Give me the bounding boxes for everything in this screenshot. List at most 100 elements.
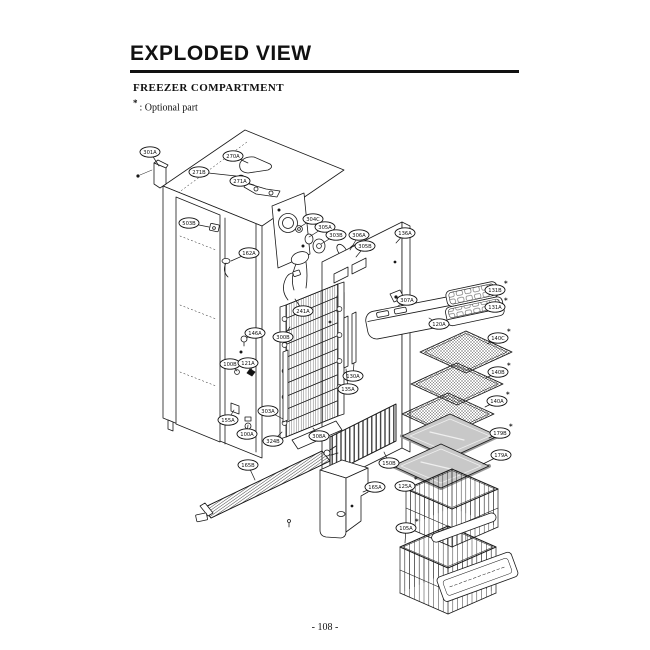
glass-shelf xyxy=(391,443,491,490)
callout-131A: 131A* xyxy=(484,297,508,313)
svg-text:271A: 271A xyxy=(233,179,247,185)
svg-text:303B: 303B xyxy=(329,233,343,239)
callout-241A: 241A xyxy=(292,298,314,317)
callout-140C: 140C* xyxy=(486,328,511,345)
cabinet xyxy=(162,129,345,459)
callout-162A: 162A xyxy=(230,247,260,262)
callout-140B: 140B* xyxy=(485,362,511,379)
svg-text:271B: 271B xyxy=(192,170,206,176)
callout-131B: 131B* xyxy=(484,280,508,296)
svg-text:120A: 120A xyxy=(432,322,446,328)
callout-165A: 165A xyxy=(362,481,386,493)
exploded-view-diagram: 301A 270A 271B 271A 503B 162A 146A 100B 121A 304C… xyxy=(136,129,519,615)
svg-text:306A: 306A xyxy=(352,233,366,239)
svg-text:303A: 303A xyxy=(261,409,275,415)
basket-rail xyxy=(431,512,497,543)
svg-text:121A: 121A xyxy=(241,361,255,367)
callout-130A: 130A xyxy=(342,362,364,382)
callout-125A: 125A* xyxy=(394,476,418,492)
svg-text:*: * xyxy=(509,423,513,431)
svg-text:146A: 146A xyxy=(248,331,262,337)
svg-text:140B: 140B xyxy=(491,370,505,376)
defrost-heater xyxy=(195,445,339,528)
svg-text:165A: 165A xyxy=(368,485,382,491)
svg-text:131B: 131B xyxy=(488,288,502,294)
svg-text:304C: 304C xyxy=(306,217,320,223)
callout-308A: 308A xyxy=(308,427,330,442)
svg-text:*: * xyxy=(507,328,511,336)
sensor xyxy=(221,257,231,278)
title-rule xyxy=(130,70,519,73)
callout-271A: 271A xyxy=(229,175,255,187)
svg-text:503B: 503B xyxy=(182,221,196,227)
svg-text:241A: 241A xyxy=(296,309,310,315)
callout-503B: 503B xyxy=(178,217,210,229)
callout-303A: 303A xyxy=(257,405,284,420)
section-heading: FREEZER COMPARTMENT xyxy=(133,82,284,94)
callout-155A: 155A xyxy=(217,409,239,426)
callout-307A: 307A xyxy=(396,294,418,307)
svg-text:131A: 131A xyxy=(488,305,502,311)
callout-301A: 301A xyxy=(139,146,161,167)
callout-179B: 179B* xyxy=(488,423,513,439)
lamp-bulb xyxy=(240,335,248,347)
callout-100A: 100A xyxy=(236,424,258,440)
callout-105A: 105A* xyxy=(395,518,419,544)
svg-text:179B: 179B xyxy=(493,431,507,437)
page-title: EXPLODED VIEW xyxy=(130,42,312,65)
side-duct-strips xyxy=(282,311,357,423)
svg-text:*: * xyxy=(504,297,508,305)
svg-text:135A: 135A xyxy=(341,387,355,393)
callout-306A: 306A xyxy=(348,229,370,251)
svg-text:100A: 100A xyxy=(240,432,254,438)
page-number: - 108 - xyxy=(311,622,339,633)
svg-text:140C: 140C xyxy=(491,336,505,342)
svg-text:130A: 130A xyxy=(346,374,360,380)
callout-305B: 305B xyxy=(354,240,376,258)
svg-text:*: * xyxy=(504,280,508,288)
svg-text:125A: 125A xyxy=(398,484,412,490)
svg-text:*: * xyxy=(506,391,510,399)
svg-text:155A: 155A xyxy=(221,418,235,424)
callout-140A: 140A* xyxy=(484,391,510,408)
svg-text:307A: 307A xyxy=(400,298,414,304)
svg-text:300B: 300B xyxy=(276,335,290,341)
callout-324B: 324B xyxy=(262,431,284,447)
fan-motor xyxy=(304,233,326,254)
callout-121A: 121A xyxy=(237,357,259,371)
callout-135A: 135A xyxy=(337,368,359,395)
svg-text:150B: 150B xyxy=(382,461,396,467)
callout-270A: 270A xyxy=(222,150,249,164)
svg-text:305B: 305B xyxy=(358,244,372,250)
svg-text:*: * xyxy=(414,476,418,484)
basket-trim-panel xyxy=(436,551,519,602)
duct-cover xyxy=(319,459,369,539)
asterisk-mark: * xyxy=(133,98,138,108)
callout-271B: 271B xyxy=(188,166,237,178)
callout-300B: 300B xyxy=(272,326,294,343)
callout-136A: 136A xyxy=(394,227,416,244)
svg-text:162A: 162A xyxy=(242,251,256,257)
optional-part-note: *: Optional part xyxy=(133,98,198,113)
svg-text:100B: 100B xyxy=(223,362,237,368)
svg-text:136A: 136A xyxy=(398,231,412,237)
svg-text:270A: 270A xyxy=(226,154,240,160)
svg-text:308A: 308A xyxy=(312,434,326,440)
callout-150B: 150B xyxy=(378,451,400,469)
svg-text:305A: 305A xyxy=(318,225,332,231)
svg-text:105A: 105A xyxy=(399,526,413,532)
svg-text:*: * xyxy=(415,518,419,526)
callout-146A: 146A xyxy=(244,327,266,339)
note-text: : Optional part xyxy=(139,102,198,114)
fan-motor-bracket xyxy=(271,192,311,269)
hinge-cover xyxy=(239,156,272,174)
lamp-socket xyxy=(209,223,220,233)
callout-304C: 304C xyxy=(299,213,324,228)
motor-grommet xyxy=(295,225,303,233)
svg-text:324B: 324B xyxy=(266,439,280,445)
callout-120A: 120A xyxy=(428,317,450,330)
svg-text:179A: 179A xyxy=(494,453,508,459)
callout-179A: 179A xyxy=(482,449,512,465)
svg-text:165B: 165B xyxy=(241,463,255,469)
